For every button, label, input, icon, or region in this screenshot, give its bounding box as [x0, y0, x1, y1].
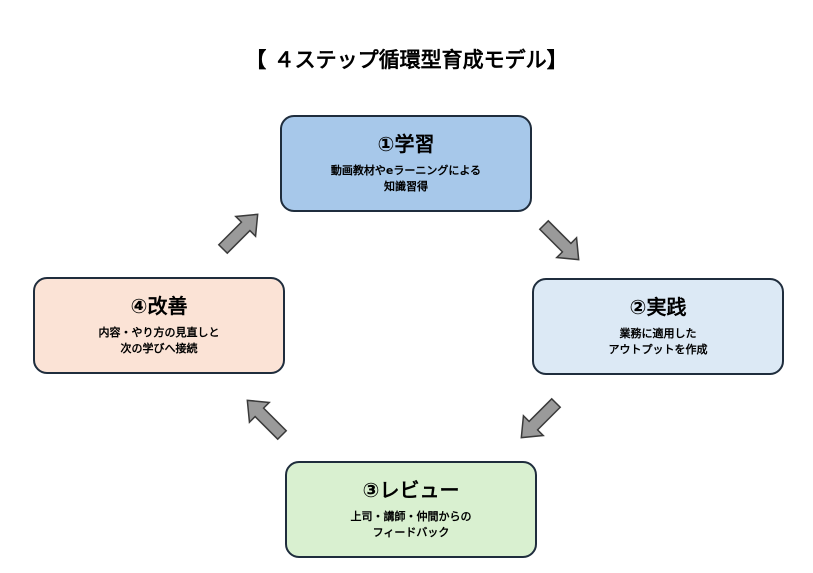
step-review-description: 上司・講師・仲間からの フィードバック: [350, 509, 472, 539]
arrow-improve-to-learn: [217, 213, 259, 255]
step-review-box: ③レビュー 上司・講師・仲間からの フィードバック: [285, 461, 537, 558]
step-improve-description: 内容・やり方の見直しと 次の学びへ接続: [98, 325, 220, 355]
step-practice-box: ②実践 業務に適用した アウトプットを作成: [532, 278, 784, 375]
step-review-title: ③レビュー: [362, 477, 460, 502]
step-improve-title: ④改善: [130, 293, 188, 318]
step-improve-box: ④改善 内容・やり方の見直しと 次の学びへ接続: [33, 277, 285, 374]
step-learn-description: 動画教材やeラーニングによる 知識習得: [330, 163, 482, 193]
step-practice-description: 業務に適用した アウトプットを作成: [608, 326, 708, 356]
diagram-title: 【 ４ステップ循環型育成モデル】: [245, 48, 568, 72]
arrow-practice-to-review: [520, 397, 562, 439]
arrow-review-to-improve: [246, 399, 288, 441]
step-learn-title: ①学習: [377, 131, 435, 156]
step-practice-title: ②実践: [629, 294, 687, 319]
arrow-learn-to-practice: [538, 219, 580, 261]
step-learn-box: ①学習 動画教材やeラーニングによる 知識習得: [280, 115, 532, 212]
